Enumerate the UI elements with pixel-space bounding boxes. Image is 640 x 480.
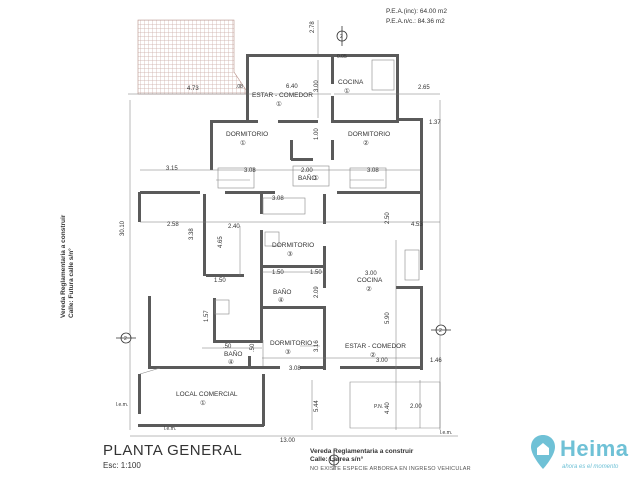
room-cocina-top: COCINA bbox=[338, 79, 364, 86]
dim-258: 2.58 bbox=[167, 222, 179, 228]
room-dormitorio-mid-num: ③ bbox=[287, 250, 293, 258]
north-label-a: 2 bbox=[340, 34, 343, 40]
room-dormitorio-left-num: ① bbox=[240, 139, 246, 147]
north-label-c: 2 bbox=[439, 328, 442, 334]
dim-465: 4.65 bbox=[218, 236, 224, 248]
street-line2: Calle: Larrea s/n° bbox=[310, 456, 364, 463]
room-estar-comedor-low: ESTAR - COMEDOR bbox=[345, 343, 406, 350]
room-dormitorio-low-num: ③ bbox=[285, 348, 291, 356]
dim-150c: 1.50 bbox=[310, 270, 322, 276]
room-bano-low-num: ④ bbox=[228, 358, 234, 366]
north-label-d: 2 bbox=[332, 458, 335, 464]
upper-unit-walls bbox=[140, 54, 423, 198]
dimension-labels: 4.73 6.40 2.65 2.78 3.00 1.37 1.00 3.15 … bbox=[116, 21, 452, 444]
room-bano-top: BAÑO bbox=[298, 173, 316, 182]
dim-308a: 3.08 bbox=[244, 168, 256, 174]
dim-338: 3.38 bbox=[189, 228, 195, 240]
lem-label-2: l.e.m. bbox=[164, 426, 176, 432]
room-bano-low: BAÑO bbox=[224, 349, 242, 358]
pea-nc: P.E.A.n/c.: 84.36 m2 bbox=[386, 18, 445, 25]
dim-308b: 3.08 bbox=[367, 168, 379, 174]
location-pin-icon bbox=[531, 435, 555, 469]
dim-137: 1.37 bbox=[429, 120, 441, 126]
room-dormitorio-low: DORMITORIO bbox=[270, 340, 312, 347]
logo-tagline: ahora es el momento bbox=[562, 464, 619, 470]
dim-300b: 3.00 bbox=[365, 271, 377, 277]
dim-315: 3.15 bbox=[166, 166, 178, 172]
dim-640: 6.40 bbox=[286, 84, 298, 90]
room-bano-mid-num: ④ bbox=[278, 296, 284, 304]
room-dormitorio-right: DORMITORIO bbox=[348, 131, 390, 138]
dim-008: .08 bbox=[236, 84, 243, 90]
dim-157: 1.57 bbox=[204, 310, 210, 322]
lower-unit-walls bbox=[138, 192, 423, 427]
side-street-line2: Calle: Futura calle s/n° bbox=[68, 248, 75, 318]
dim-300a: 3.00 bbox=[314, 80, 320, 92]
room-estar-comedor-top-num: ① bbox=[276, 100, 282, 108]
pergola-hatch bbox=[137, 19, 247, 95]
room-bano-mid: BAÑO bbox=[273, 287, 291, 296]
dim-453: 4.53 bbox=[411, 222, 423, 228]
lem-label-1: l.e.m. bbox=[116, 402, 128, 408]
dimension-lines bbox=[128, 20, 458, 437]
side-street-line1: Vereda Reglamentaria a construir bbox=[60, 214, 67, 318]
lem-label-3: l.e.m. bbox=[440, 430, 452, 436]
room-dormitorio-mid: DORMITORIO bbox=[272, 242, 314, 249]
north-label-b: 2 bbox=[124, 336, 127, 342]
dim-100: 1.00 bbox=[314, 128, 320, 140]
dim-005: 0.05 bbox=[337, 54, 347, 60]
heima-logo: Heima ahora es el momento bbox=[526, 430, 636, 478]
room-estar-comedor-low-num: ② bbox=[370, 351, 376, 359]
dim-1300: 13.00 bbox=[280, 438, 296, 444]
side-street-label: Vereda Reglamentaria a construir Calle: … bbox=[60, 215, 76, 318]
room-estar-comedor-top: ESTAR - COMEDOR bbox=[252, 92, 313, 99]
section-markers: 2 2 2 2 bbox=[116, 26, 451, 470]
dim-265: 2.65 bbox=[418, 85, 430, 91]
room-cocina-mid-num: ② bbox=[366, 285, 372, 293]
dim-473: 4.73 bbox=[187, 86, 199, 92]
plan-scale: Esc: 1:100 bbox=[103, 461, 141, 470]
dim-150a: 1.50 bbox=[214, 278, 226, 284]
dim-150b: 1.50 bbox=[272, 270, 284, 276]
logo-name: Heima bbox=[560, 436, 629, 461]
dim-200b: 2.00 bbox=[410, 404, 422, 410]
room-dormitorio-right-num: ② bbox=[363, 139, 369, 147]
dim-544: 5.44 bbox=[314, 400, 320, 412]
dim-200: 2.00 bbox=[301, 168, 313, 174]
street-label: Vereda Reglamentaria a construir Calle: … bbox=[310, 448, 413, 464]
dim-240: 2.40 bbox=[228, 224, 240, 230]
dim-050a: .50 bbox=[223, 344, 232, 350]
dim-050b: .50 bbox=[250, 343, 256, 352]
tree-notice: NO EXISTE ESPECIE ARBOREA EN INGRESO VEH… bbox=[310, 466, 471, 472]
dim-316: 3.16 bbox=[314, 340, 320, 352]
dim-278: 2.78 bbox=[310, 21, 316, 33]
dim-590: 5.90 bbox=[385, 312, 391, 324]
dim-300c: 3.00 bbox=[376, 358, 388, 364]
pn-label: P.N. bbox=[374, 404, 383, 410]
pea-inc: P.E.A.(inc): 64.00 m2 bbox=[386, 8, 447, 15]
room-local-comercial: LOCAL COMERCIAL bbox=[176, 391, 238, 398]
dim-308c: 3.08 bbox=[272, 196, 284, 202]
room-bano-top-num: ① bbox=[313, 174, 319, 182]
room-cocina-top-num: ① bbox=[344, 87, 350, 95]
dim-209: 2.09 bbox=[314, 286, 320, 298]
room-dormitorio-left: DORMITORIO bbox=[226, 131, 268, 138]
dim-308d: 3.08 bbox=[289, 366, 301, 372]
room-local-comercial-num: ① bbox=[200, 399, 206, 407]
street-line1: Vereda Reglamentaria a construir bbox=[310, 448, 414, 455]
room-labels: ESTAR - COMEDOR ① COCINA ① DORMITORIO ① … bbox=[176, 79, 406, 407]
pea-summary: P.E.A.(inc): 64.00 m2 P.E.A.n/c.: 84.36 … bbox=[386, 7, 447, 27]
dim-250: 2.50 bbox=[385, 212, 391, 224]
plan-title: PLANTA GENERAL bbox=[103, 442, 243, 459]
dim-440: 4.40 bbox=[385, 402, 391, 414]
room-cocina-mid: COCINA bbox=[357, 277, 383, 284]
dim-3010: 30.10 bbox=[120, 220, 126, 236]
dim-146: 1.46 bbox=[430, 358, 442, 364]
